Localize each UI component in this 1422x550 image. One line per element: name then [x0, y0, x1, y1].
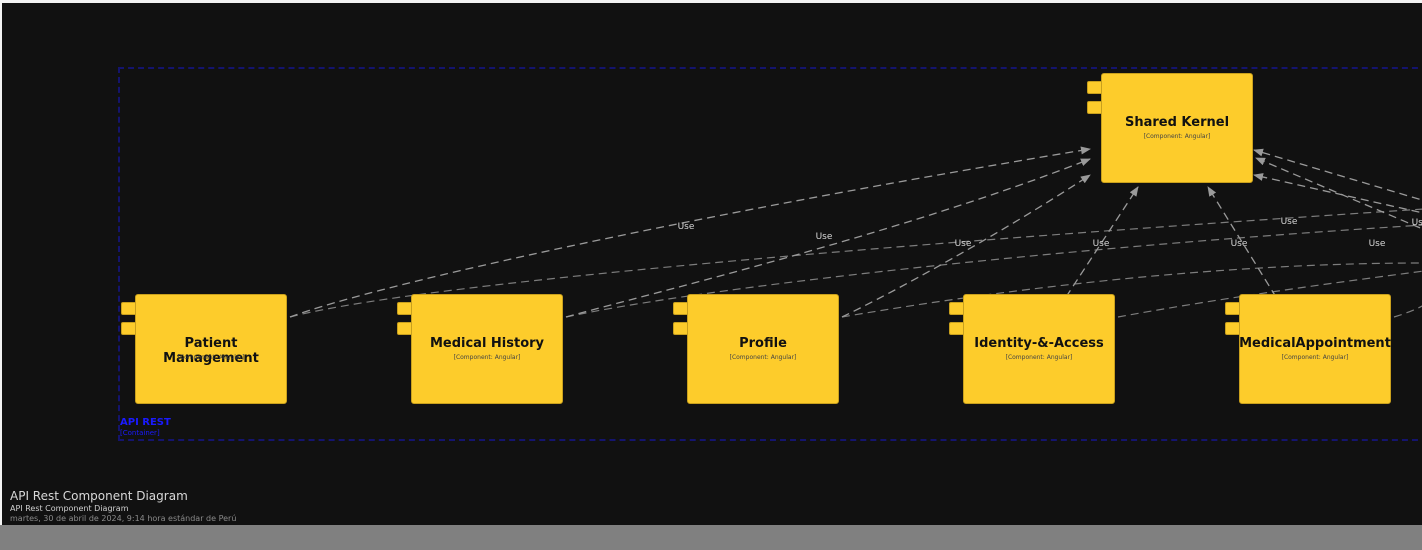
relationship-line — [1393, 305, 1422, 318]
relationship-arrow — [841, 174, 1091, 318]
component-technology: [Component: Angular] — [1143, 133, 1211, 140]
component-body — [1239, 294, 1391, 404]
component-identity-access[interactable]: Identity-&-Access [Component: Angular] — [949, 294, 1115, 404]
component-medical-appointment[interactable]: MedicalAppointment [Component: Angular] — [1225, 294, 1391, 404]
component-body — [687, 294, 839, 404]
component-body — [135, 294, 287, 404]
relationship-line — [565, 224, 1422, 318]
component-body — [1101, 73, 1253, 183]
relationship-line — [1117, 270, 1422, 318]
relationship-arrow — [1253, 148, 1422, 201]
relationship-label: Use — [678, 222, 695, 232]
component-profile[interactable]: Profile [Component: Angular] — [673, 294, 839, 404]
component-technology: [Component: Angular] — [1281, 354, 1349, 361]
container-boundary — [118, 67, 1422, 441]
component-title: Profile — [739, 336, 787, 351]
relationship-label: Use — [955, 239, 972, 249]
relationship-label: Use — [1281, 217, 1298, 227]
relationship-arrow — [289, 146, 1091, 318]
relationship-label: Use — [1231, 239, 1248, 249]
relationship-line — [289, 208, 1422, 318]
component-technology: [Component: Angular] — [453, 354, 521, 361]
relationship-arrow — [565, 158, 1091, 318]
relationship-label: Use — [816, 232, 833, 242]
relationship-arrow — [1255, 157, 1422, 230]
relationship-arrow — [1207, 186, 1277, 298]
component-technology: [Component: Angular] — [177, 354, 245, 361]
component-body — [963, 294, 1115, 404]
boundary-name: API REST — [120, 417, 171, 428]
diagram-subtitle: API Rest Component Diagram — [10, 504, 129, 513]
component-medical-history[interactable]: Medical History [Component: Angular] — [397, 294, 563, 404]
relationship-line — [841, 262, 1422, 318]
relationship-arrow — [1253, 173, 1422, 214]
diagram-date: martes, 30 de abril de 2024, 9:14 hora e… — [10, 514, 237, 523]
component-patient-management[interactable]: Patient Management [Component: Angular] — [121, 294, 287, 404]
relationship-label: Use — [1412, 218, 1422, 228]
component-title: Shared Kernel — [1124, 115, 1230, 130]
component-shared-kernel[interactable]: Shared Kernel [Component: Angular] — [1087, 73, 1253, 183]
component-body — [411, 294, 563, 404]
relationship-edges: UseUseUseUseUseUseUseUse — [289, 146, 1422, 318]
relationship-label: Use — [1093, 239, 1110, 249]
bottom-bar — [0, 525, 1422, 550]
component-title: Identity-&-Access — [974, 336, 1104, 351]
component-title: Patient Management — [163, 336, 259, 366]
boundary-type: [Container] — [120, 429, 160, 437]
relationship-label: Use — [1369, 239, 1386, 249]
component-technology: [Component: Angular] — [1005, 354, 1073, 361]
component-technology: [Component: Angular] — [729, 354, 797, 361]
relationship-arrow — [1065, 186, 1139, 298]
component-title: MedicalAppointment — [1239, 336, 1391, 351]
diagram-title: API Rest Component Diagram — [10, 489, 188, 503]
component-title: Medical History — [429, 336, 545, 351]
